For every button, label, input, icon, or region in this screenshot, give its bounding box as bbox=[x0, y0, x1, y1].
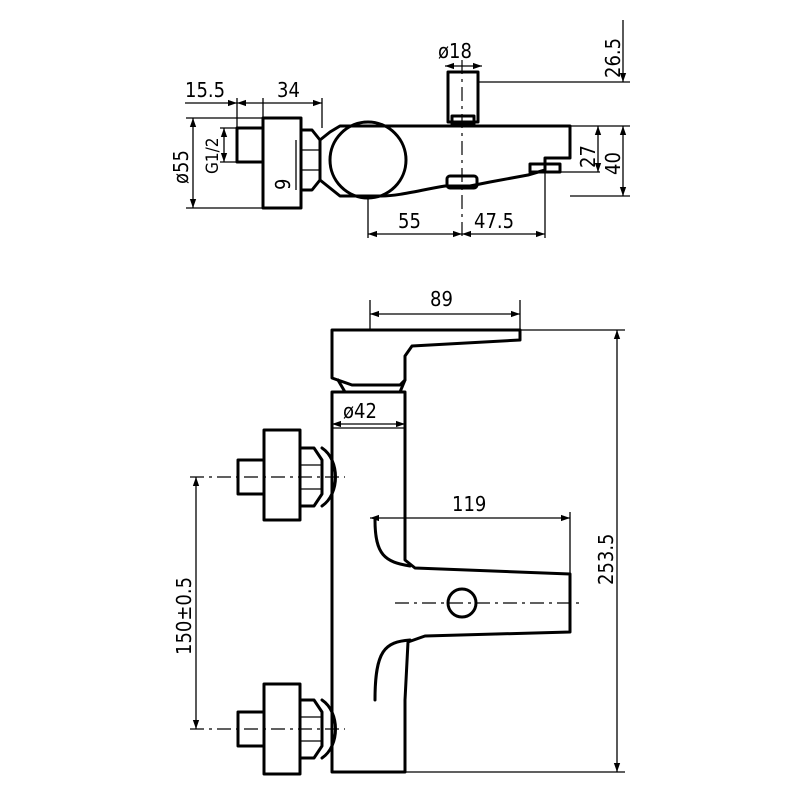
dim-spout-reach: 119 bbox=[452, 492, 486, 516]
top-hex-nut bbox=[299, 128, 322, 192]
dim-escutcheon-depth: 34 bbox=[277, 78, 300, 102]
dim-thread: G1/2 bbox=[203, 138, 223, 174]
front-lower-inlet bbox=[190, 682, 345, 776]
top-escutcheon bbox=[261, 116, 303, 210]
dim-body-front: 27 bbox=[576, 145, 600, 168]
front-body bbox=[330, 390, 572, 774]
top-view: ø18 26.5 40 27 15.5 34 ø55 G1/2 9 bbox=[169, 20, 630, 238]
dim-spout-diameter: ø18 bbox=[438, 39, 472, 63]
dim-total-height: 253.5 bbox=[594, 534, 618, 586]
top-body bbox=[318, 124, 572, 198]
dim-inlet-centers: 150±0.5 bbox=[172, 577, 196, 655]
dim-spout-height: 26.5 bbox=[601, 38, 625, 78]
top-handle-disc bbox=[328, 120, 408, 200]
dim-body-diameter: ø42 bbox=[343, 399, 377, 423]
top-inlet-pipe bbox=[235, 126, 265, 164]
dim-escutcheon-diameter: ø55 bbox=[169, 150, 193, 184]
dim-inner-offset: 9 bbox=[271, 179, 295, 190]
dim-body-to-center: 55 bbox=[398, 209, 421, 233]
dim-body-height: 40 bbox=[601, 152, 625, 175]
front-upper-inlet bbox=[190, 428, 345, 522]
dim-lever-length: 89 bbox=[430, 287, 453, 311]
front-view: 89 ø42 119 253.5 150±0.5 bbox=[172, 287, 625, 776]
front-lever bbox=[330, 328, 522, 387]
top-spout-tube bbox=[446, 70, 480, 124]
dim-inlet-length: 15.5 bbox=[185, 78, 225, 102]
dim-center-to-outlet: 47.5 bbox=[474, 209, 514, 233]
